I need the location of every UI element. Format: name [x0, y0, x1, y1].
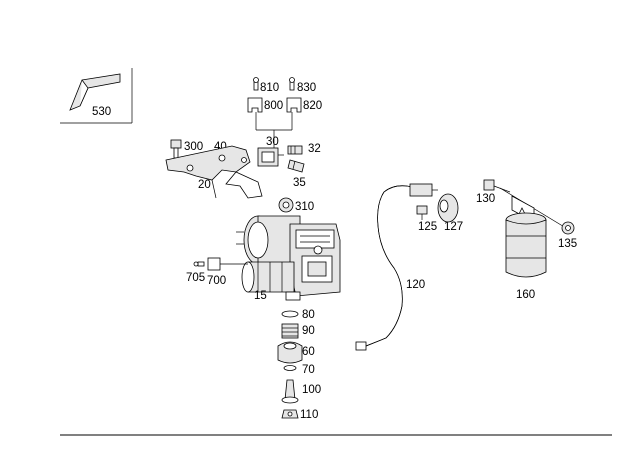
label-80: 80	[302, 309, 315, 321]
part-830-pin	[289, 77, 295, 91]
part-700-connector	[207, 257, 248, 271]
part-820-connector	[286, 97, 302, 113]
label-160: 160	[516, 289, 535, 301]
label-35: 35	[293, 177, 306, 189]
part-310-damper	[278, 197, 294, 213]
label-127: 127	[444, 221, 463, 233]
label-820: 820	[303, 100, 322, 112]
part-30-valve	[257, 147, 284, 167]
label-30: 30	[266, 136, 279, 148]
part-530-bracket	[69, 73, 121, 111]
part-60-mount	[277, 341, 303, 364]
part-35-fitting	[287, 159, 305, 173]
part-300-bolt	[170, 139, 182, 159]
part-32-fitting	[287, 145, 303, 155]
part-810-pin	[253, 77, 259, 91]
part-90-spring	[281, 323, 299, 339]
label-60: 60	[302, 346, 315, 358]
part-100-sleeve	[281, 379, 299, 404]
label-135: 135	[558, 238, 577, 250]
label-700: 700	[207, 275, 226, 287]
label-310: 310	[295, 201, 314, 213]
part-160-reservoir	[499, 187, 567, 278]
label-530: 530	[92, 106, 111, 118]
label-130: 130	[476, 193, 495, 205]
part-130-bolt	[483, 179, 511, 193]
part-125-clip	[416, 205, 428, 220]
part-80-washer	[281, 310, 299, 318]
label-810: 810	[260, 82, 279, 94]
label-32: 32	[308, 143, 321, 155]
part-705-pin	[193, 261, 205, 267]
label-90: 90	[302, 325, 315, 337]
part-70-washer	[283, 365, 297, 371]
label-110: 110	[300, 409, 318, 421]
label-705: 705	[186, 272, 205, 284]
label-120: 120	[406, 279, 425, 291]
label-100: 100	[302, 384, 321, 396]
label-15: 15	[254, 290, 267, 302]
label-20: 20	[198, 179, 211, 191]
part-135-nut	[561, 221, 575, 235]
label-125: 125	[418, 221, 437, 233]
connector-leader-lines	[255, 112, 293, 148]
part-120-hose	[355, 183, 438, 351]
part-800-connector	[247, 97, 263, 113]
part-110-nut	[281, 409, 299, 419]
part-127-filter	[437, 193, 459, 223]
label-800: 800	[264, 100, 283, 112]
inset-frame	[60, 68, 133, 124]
part-20-bracket	[165, 145, 263, 199]
label-300: 300	[184, 141, 203, 153]
label-70: 70	[302, 364, 315, 376]
part-15-compressor	[236, 215, 341, 301]
label-830: 830	[297, 82, 316, 94]
